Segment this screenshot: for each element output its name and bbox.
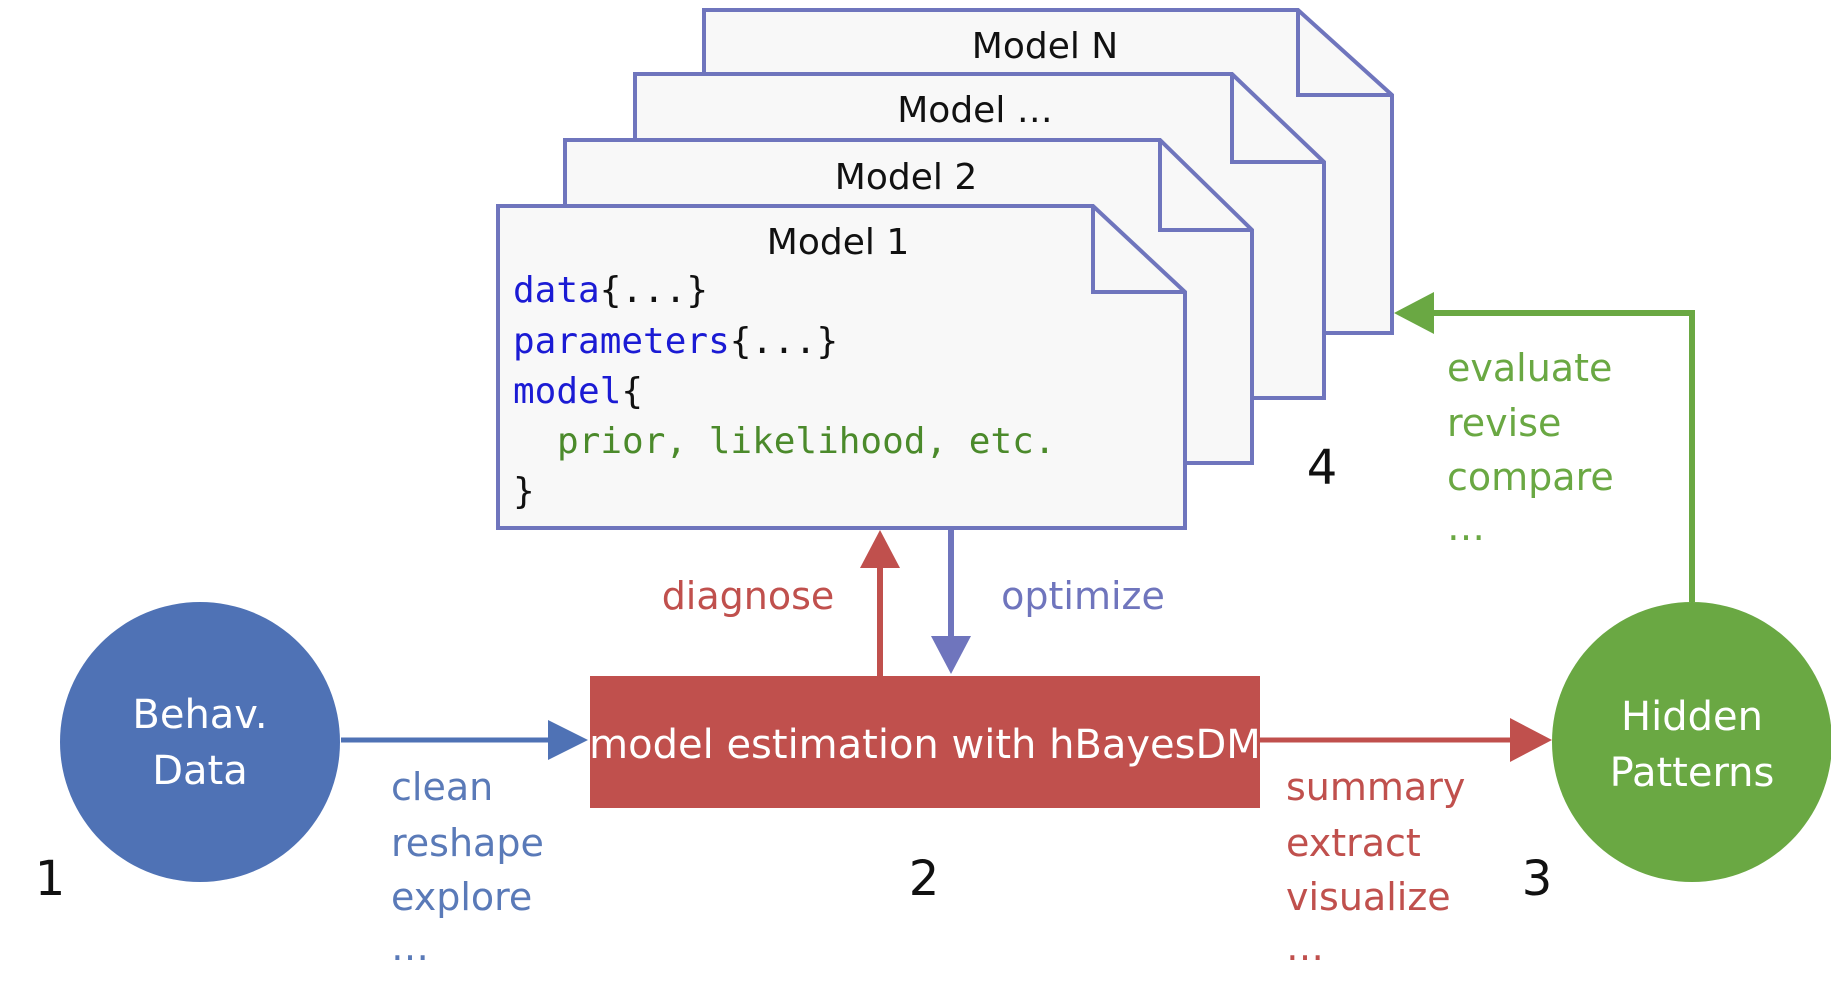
arrowhead-icon	[548, 720, 588, 760]
feedback-label-more: …	[1447, 505, 1485, 549]
hidden-patterns-label-1: Hidden	[1621, 694, 1763, 740]
feedback-label-evaluate: evaluate	[1447, 346, 1612, 390]
diagnose-arrow	[860, 530, 900, 676]
estimation-box: model estimation with hBayesDM	[589, 676, 1261, 808]
step-number-4: 4	[1307, 440, 1338, 496]
optimize-arrow	[931, 530, 971, 674]
code-line-data: data{...}	[513, 270, 708, 311]
post-label-visualize: visualize	[1286, 875, 1451, 919]
feedback-label-revise: revise	[1447, 401, 1561, 445]
prep-labels: clean reshape explore …	[391, 765, 544, 969]
arrowhead-icon	[860, 530, 900, 568]
behav-data-label-1: Behav.	[132, 692, 267, 738]
optimize-label: optimize	[1001, 574, 1165, 618]
feedback-arrow	[1394, 292, 1695, 602]
step-number-3: 3	[1522, 851, 1553, 907]
code-line-parameters: parameters{...}	[513, 321, 838, 362]
arrowhead-icon	[1510, 718, 1552, 762]
post-label-more: …	[1286, 925, 1324, 969]
prep-label-reshape: reshape	[391, 821, 544, 865]
hidden-patterns-node: Hidden Patterns	[1552, 602, 1831, 882]
dog-ear-document-icon	[496, 204, 1187, 530]
behav-data-node: Behav. Data	[60, 602, 340, 882]
stan-code-block: data{...} parameters{...} model{ prior, …	[513, 270, 1056, 512]
code-line-close: }	[513, 471, 535, 512]
prep-label-more: …	[391, 925, 429, 969]
prep-label-clean: clean	[391, 765, 493, 809]
code-line-prior: prior, likelihood, etc.	[557, 421, 1056, 462]
post-label-extract: extract	[1286, 821, 1421, 865]
code-line-model: model{	[513, 371, 643, 412]
model-doc-n-title: Model N	[972, 26, 1118, 67]
model-doc-2-title: Model 2	[835, 157, 977, 198]
post-arrow	[1260, 718, 1552, 762]
hidden-patterns-label-2: Patterns	[1610, 750, 1775, 796]
post-label-summary: summary	[1286, 765, 1465, 809]
model-doc-ellipsis-title: Model …	[897, 90, 1053, 131]
step-number-1: 1	[35, 851, 66, 907]
behav-data-label-2: Data	[152, 748, 248, 794]
estimation-label: model estimation with hBayesDM	[589, 722, 1261, 768]
feedback-labels: evaluate revise compare …	[1447, 346, 1614, 549]
arrowhead-icon	[931, 636, 971, 674]
post-labels: summary extract visualize …	[1286, 765, 1465, 969]
model-doc-1-title: Model 1	[767, 222, 909, 263]
step-number-2: 2	[909, 851, 940, 907]
model-doc-1: Model 1 data{...} parameters{...} model{…	[496, 204, 1187, 530]
feedback-label-compare: compare	[1447, 455, 1614, 499]
diagnose-label: diagnose	[662, 574, 835, 618]
prep-label-explore: explore	[391, 875, 532, 919]
arrowhead-icon	[1394, 292, 1434, 334]
prep-arrow	[341, 720, 588, 760]
